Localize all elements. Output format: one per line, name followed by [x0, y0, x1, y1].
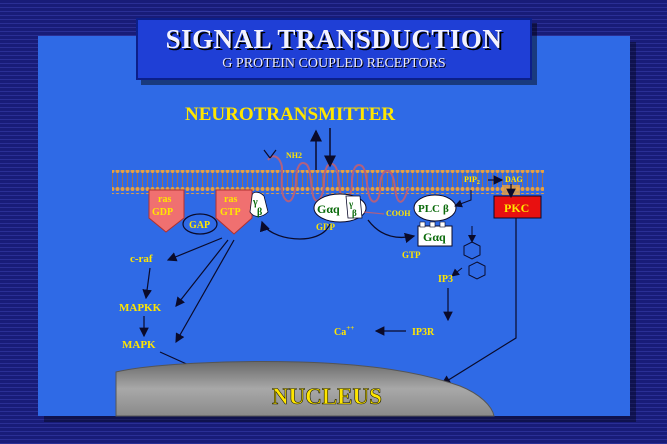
- ip3-molecule-icon: [463, 241, 486, 280]
- mapk-label: MAPK: [122, 339, 156, 351]
- calcium-label: Ca++: [334, 324, 354, 338]
- title-box: SIGNAL TRANSDUCTION G PROTEIN COUPLED RE…: [136, 18, 532, 80]
- ras-gdp: ras GDP: [148, 189, 185, 233]
- nucleus-label: NUCLEUS: [272, 384, 382, 409]
- beta-label: β: [257, 207, 262, 218]
- ip3r-label: IP3R: [412, 327, 435, 338]
- arrow-galpha-to-plc: [367, 219, 416, 244]
- pkc-label: PKC: [504, 201, 529, 215]
- gtp-label: GTP: [220, 207, 241, 218]
- arrow-hex-ip3: [451, 267, 463, 277]
- nucleus-shape: NUCLEUS: [115, 361, 495, 417]
- gdp-label: GDP: [152, 207, 173, 218]
- plc-label: PLC: [418, 203, 440, 215]
- diagram-panel: [38, 36, 630, 416]
- gap-label: GAP: [189, 220, 210, 231]
- nh2-label: NH2: [286, 151, 302, 160]
- gtp-label-2: GTP: [402, 250, 421, 260]
- galpha-q-label-2: Gαq: [423, 230, 446, 244]
- dag-label: DAG: [505, 175, 523, 184]
- craf-label: c-raf: [130, 253, 153, 265]
- g-alpha-q-gtp: Gαq GTP: [402, 221, 453, 260]
- mapkk-label: MAPKK: [119, 302, 162, 314]
- arrow-ras-mapkk: [175, 239, 229, 307]
- arrow-plc-pip2: [454, 190, 472, 208]
- g-beta-gamma-subunit: γ β: [249, 191, 269, 218]
- galpha-q-label: Gαq: [317, 202, 340, 216]
- slide-subtitle: G PROTEIN COUPLED RECEPTORS: [222, 56, 446, 71]
- ip3-label: IP3: [438, 274, 453, 285]
- arrow-pkc-nucleus: [440, 218, 517, 385]
- plc-beta: PLC β: [413, 194, 457, 222]
- slide-title: SIGNAL TRANSDUCTION: [165, 24, 503, 54]
- arrow-beta-gamma-release: [259, 220, 331, 240]
- neurotransmitter-label: NEUROTRANSMITTER: [185, 104, 395, 125]
- beta-label-2: β: [352, 208, 357, 218]
- ras-label-2: ras: [224, 194, 237, 205]
- ras-gtp: ras GTP: [215, 189, 253, 235]
- arrow-ras-craf: [166, 237, 223, 262]
- g-alpha-q-complex: Gαq γ β GDP: [313, 193, 367, 232]
- ras-label: ras: [158, 194, 171, 205]
- gap-protein: GAP: [182, 213, 218, 235]
- g-protein-coupled-receptor: NH2: [263, 149, 409, 203]
- pip2-label: PIP2: [464, 175, 480, 186]
- gamma-label-2: γ: [348, 199, 354, 209]
- arrow-ras-mapk: [175, 239, 235, 344]
- gdp-label-2: GDP: [316, 222, 336, 232]
- plc-beta-label: β: [443, 203, 449, 215]
- gamma-label: γ: [252, 197, 258, 208]
- arrow-craf-mapkk: [142, 267, 152, 300]
- cooh-label: COOH: [386, 209, 411, 218]
- pkc-box: PKC: [493, 195, 542, 219]
